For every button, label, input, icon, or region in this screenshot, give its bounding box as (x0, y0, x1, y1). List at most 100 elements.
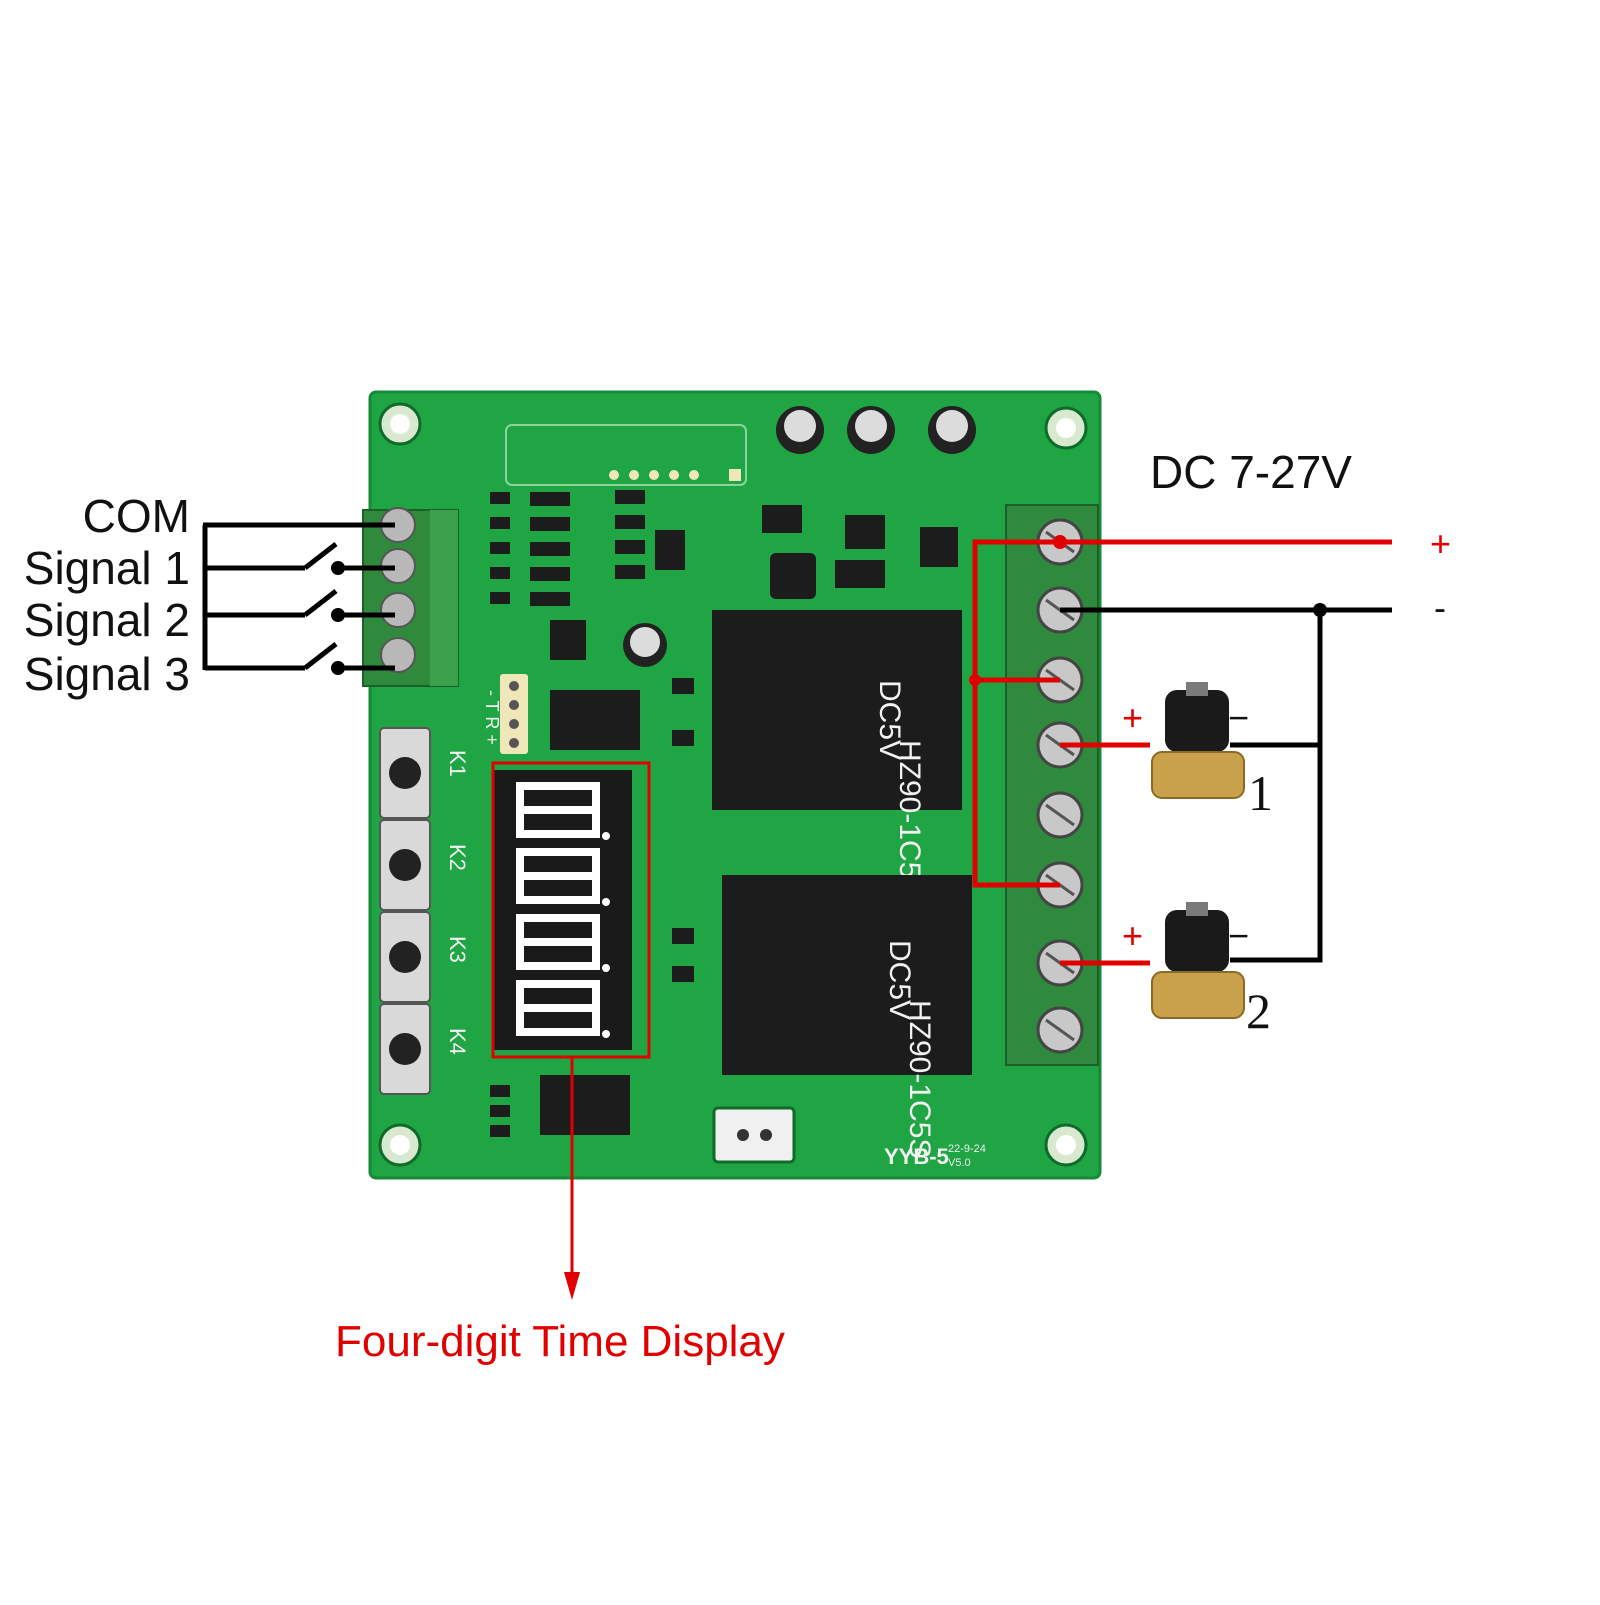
screw-slot (1045, 803, 1075, 827)
display-segment (516, 810, 524, 838)
switch-contacts (331, 561, 345, 675)
display-segment (516, 848, 600, 856)
display-segments (516, 782, 610, 1038)
valve-coil (1165, 910, 1229, 972)
display-segment (592, 980, 600, 1008)
display-segment (516, 830, 600, 838)
display-segment (592, 876, 600, 904)
solenoid-valve-2 (1151, 902, 1245, 1019)
signal-terminal-block (362, 507, 459, 687)
display-segment (516, 980, 600, 988)
valve-body (1151, 971, 1245, 1019)
display-decimal-point (602, 898, 610, 906)
junction-dot (1053, 535, 1067, 549)
mounting-hole-center (390, 1135, 410, 1155)
relay-model-label: HZ90-1C5S (903, 1000, 936, 1158)
display-decimal-point (602, 832, 610, 840)
display-segment (516, 872, 600, 880)
relay-body (722, 875, 972, 1075)
display-segment (516, 914, 524, 942)
key-label-k2: K2 (445, 844, 470, 871)
relay-voltage-label: DC5V (873, 680, 906, 760)
uart-label: - T R + (482, 690, 502, 745)
button-k1[interactable] (389, 757, 421, 789)
label-minus: - (1434, 587, 1446, 628)
button-k4[interactable] (389, 1033, 421, 1065)
display-segment (516, 980, 524, 1008)
board-date-label: 22-9-24 (948, 1143, 986, 1155)
key-label-k1: K1 (445, 750, 470, 777)
display-segment (592, 1008, 600, 1036)
solenoid-valve-1 (1151, 682, 1245, 799)
label-signal-1: Signal 1 (24, 542, 190, 594)
display-segment (516, 806, 600, 814)
header-outline (505, 424, 747, 486)
label-signal-2: Signal 2 (24, 594, 190, 646)
button-k3[interactable] (389, 941, 421, 973)
display-segment (516, 938, 600, 946)
display-segment (516, 876, 524, 904)
display-segment (516, 942, 524, 970)
display-segment (516, 896, 600, 904)
label-plus: + (1430, 523, 1451, 564)
relay-body (712, 610, 962, 810)
valve2-number: 2 (1246, 983, 1271, 1039)
labels: COM Signal 1 Signal 2 Signal 3 DC 7-27V … (24, 446, 1451, 1366)
display-callout-label: Four-digit Time Display (335, 1317, 785, 1366)
signal-wiring (202, 522, 395, 671)
junction-dot (969, 674, 981, 686)
display-segment (516, 782, 600, 790)
header-pins (609, 469, 741, 481)
valve1-number: 1 (1248, 765, 1273, 821)
valve2-plus-label: + (1122, 915, 1143, 956)
display-segment (592, 848, 600, 876)
display-segment (516, 848, 524, 876)
label-com: COM (83, 490, 190, 542)
relay-voltage-label: DC5V (883, 940, 916, 1020)
label-power: DC 7-27V (1150, 446, 1352, 498)
mounting-holes (378, 402, 1088, 1167)
key-label-k3: K3 (445, 936, 470, 963)
relay-1: HZ90-1C5S DC5V (712, 610, 962, 898)
positive-bus-wire (972, 539, 1060, 888)
four-digit-display (494, 770, 632, 1050)
display-segment (516, 1028, 600, 1036)
key-label-k4: K4 (445, 1028, 470, 1055)
display-segment (516, 782, 524, 810)
display-decimal-point (602, 964, 610, 972)
callout-arrow-head (564, 1272, 580, 1300)
terminal-screw (380, 637, 416, 673)
junction-dot (1313, 603, 1327, 617)
connector (712, 1106, 796, 1164)
display-segment (592, 942, 600, 970)
valve-coil (1165, 690, 1229, 752)
valve-body (1151, 751, 1245, 799)
mounting-hole-center (1056, 1135, 1076, 1155)
uart-header: - T R + (482, 674, 528, 754)
valve1-plus-label: + (1122, 697, 1143, 738)
display-segment (516, 914, 600, 922)
display-segment (592, 782, 600, 810)
display-segment (516, 1008, 524, 1036)
pcb-board: - T R + HZ90-1C5S DC5V HZ90-1C5S DC5V (362, 390, 1102, 1180)
terminal-screw (380, 592, 416, 628)
screw-slot (1045, 1018, 1075, 1042)
negative-bus-wire (1230, 610, 1323, 963)
display-segment (516, 1004, 600, 1012)
relay-model-label: HZ90-1C5S (893, 740, 926, 898)
capacitors (623, 406, 976, 667)
valve1-minus-label: − (1228, 697, 1249, 738)
terminal-screws (1036, 518, 1084, 1054)
board-model-label: YYB-5 (884, 1144, 949, 1169)
mounting-hole-center (1056, 418, 1076, 438)
valve2-minus-label: − (1228, 915, 1249, 956)
power-wiring (972, 539, 1392, 966)
smd-components (490, 490, 958, 1137)
display-segment (592, 914, 600, 942)
relay-2: HZ90-1C5S DC5V (722, 875, 972, 1158)
display-segment (516, 962, 600, 970)
button-k2[interactable] (389, 849, 421, 881)
power-terminal-block (1005, 504, 1099, 1066)
